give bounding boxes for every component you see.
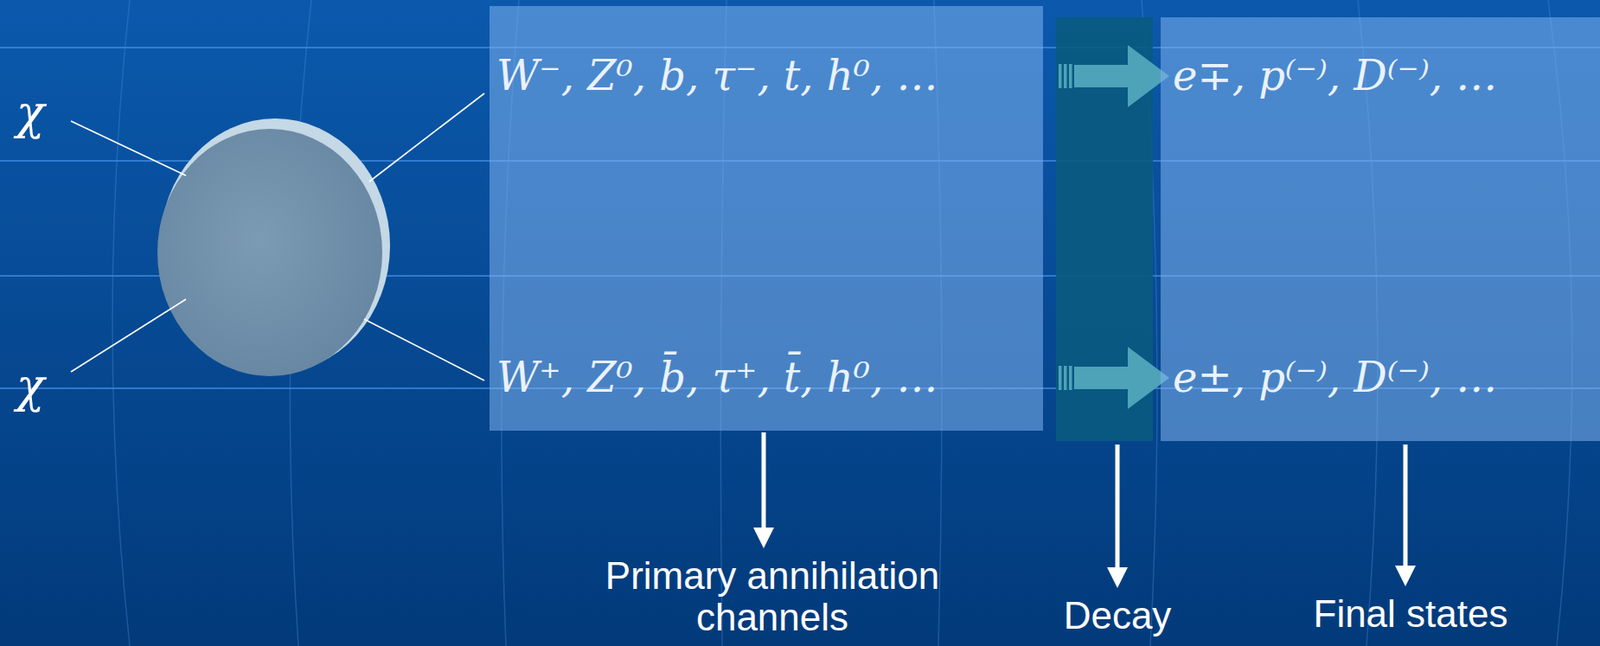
decay-arrow <box>1058 44 1170 108</box>
arrow-stripe <box>1063 64 1068 89</box>
particle-row: e∓, p⁽⁻⁾, D⁽⁻⁾, … <box>1172 51 1600 102</box>
particle-list: e∓, p⁽⁻⁾, D⁽⁻⁾, … <box>1172 51 1498 102</box>
particle-list: W⁻, Z⁰, b, τ⁻, t, h⁰, … <box>496 51 938 102</box>
particle-symbol: χ <box>16 358 45 414</box>
arrow-stripe <box>1058 64 1063 89</box>
box-heading: Final states <box>1220 593 1600 635</box>
particle-symbol: χ <box>16 85 45 141</box>
particle-row: W⁻, Z⁰, b, τ⁻, t, h⁰, … <box>496 51 1044 102</box>
particle-list: W⁺, Z⁰, b̄, τ⁺, t̄, h⁰, … <box>496 352 938 404</box>
arrow-shape <box>1074 346 1170 410</box>
arrow-stripe <box>1063 365 1068 391</box>
arrow-shape <box>1074 44 1170 108</box>
arrow-stripe <box>1058 365 1063 391</box>
particle-list: e±, p⁽⁻⁾, D⁽⁻⁾, … <box>1172 352 1498 404</box>
channel-box: W⁻, Z⁰, b, τ⁻, t, h⁰, … W⁺, Z⁰, b̄, τ⁺, t… <box>489 6 1044 431</box>
stage-caption: Decay <box>1063 594 1172 638</box>
particle-row: e±, p⁽⁻⁾, D⁽⁻⁾, … <box>1172 352 1600 404</box>
annihilation-blob <box>157 118 391 377</box>
channel-box: e∓, p⁽⁻⁾, D⁽⁻⁾, …e±, p⁽⁻⁾, D⁽⁻⁾, …Final … <box>1160 17 1600 442</box>
box-heading: Primary annihilation channels <box>582 555 963 640</box>
arrow-stripe <box>1068 365 1073 391</box>
particle-row: W⁺, Z⁰, b̄, τ⁺, t̄, h⁰, … <box>496 352 1044 404</box>
particle-lines <box>70 93 485 381</box>
arrow-stripe <box>1068 64 1073 89</box>
decay-arrow <box>1058 346 1170 410</box>
